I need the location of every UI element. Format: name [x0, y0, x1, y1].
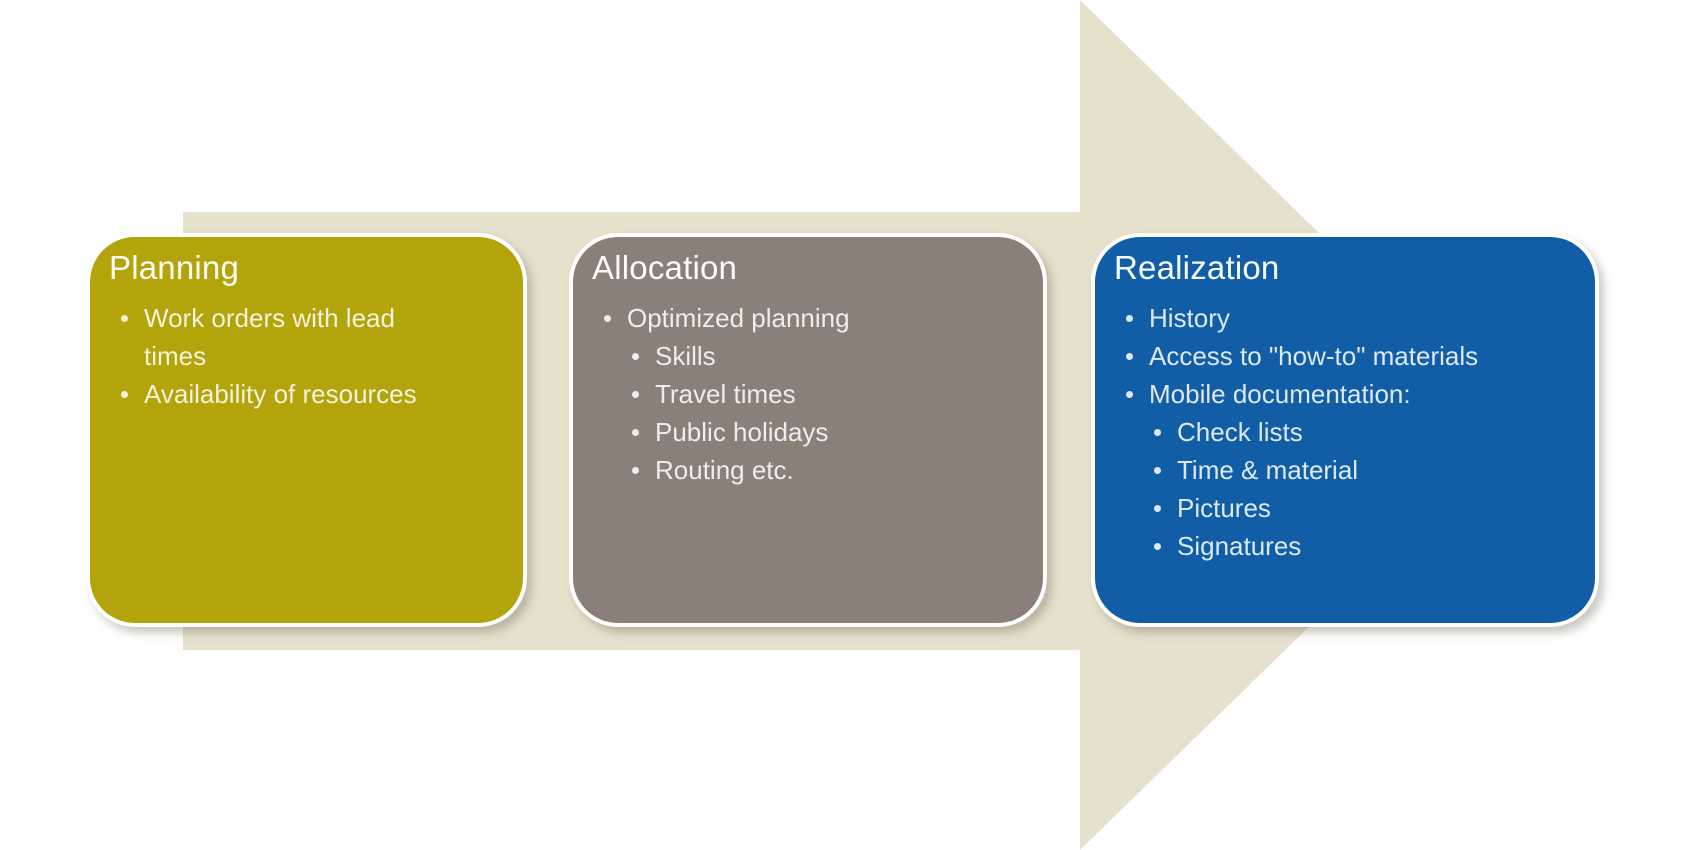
list-item: Work orders with lead times [90, 299, 523, 375]
list-item-text: Time & material [1177, 455, 1359, 485]
list-item: Time & material [1095, 451, 1595, 489]
planning-box: Planning Work orders with lead times Ava… [90, 237, 523, 623]
list-item-text: History [1149, 303, 1230, 333]
list-item: Check lists [1095, 413, 1595, 451]
bullet-icon [1126, 353, 1133, 360]
bullet-icon [121, 391, 128, 398]
bullet-icon [1126, 315, 1133, 322]
bullet-icon [632, 429, 639, 436]
bullet-icon [1154, 429, 1161, 436]
realization-box: Realization History Access to "how-to" m… [1095, 237, 1595, 623]
list-item: Skills [573, 337, 1043, 375]
bullet-icon [604, 315, 611, 322]
list-item-text: Routing etc. [655, 455, 794, 485]
list-item-text: Mobile documentation: [1149, 379, 1411, 409]
list-item: Public holidays [573, 413, 1043, 451]
box-title: Planning [109, 249, 240, 286]
bullet-list: Work orders with lead times Availability… [90, 299, 523, 413]
list-item-text: Signatures [1177, 531, 1302, 561]
list-item: Mobile documentation: [1095, 375, 1595, 413]
bullet-icon [121, 315, 128, 322]
bullet-icon [632, 391, 639, 398]
bullet-list: History Access to "how-to" materials Mob… [1095, 299, 1595, 565]
list-item: Access to "how-to" materials [1095, 337, 1595, 375]
box-title: Allocation [592, 249, 738, 286]
bullet-icon [1126, 391, 1133, 398]
allocation-box: Allocation Optimized planning Skills Tra… [573, 237, 1043, 623]
list-item-text: Travel times [655, 379, 796, 409]
list-item-text: Pictures [1177, 493, 1271, 523]
list-item-text: Availability of resources [144, 379, 417, 409]
list-item-text: Check lists [1177, 417, 1303, 447]
list-item: Travel times [573, 375, 1043, 413]
bullet-icon [1154, 467, 1161, 474]
list-item: History [1095, 299, 1595, 337]
list-item-text: Optimized planning [627, 303, 850, 333]
list-item-text: Skills [655, 341, 716, 371]
list-item-text: Work orders with lead times [144, 303, 395, 371]
box-title: Realization [1114, 249, 1280, 286]
list-item-text: Public holidays [655, 417, 829, 447]
list-item: Availability of resources [90, 375, 523, 413]
bullet-icon [632, 467, 639, 474]
bullet-icon [632, 353, 639, 360]
bullet-icon [1154, 543, 1161, 550]
list-item-text: Access to "how-to" materials [1149, 341, 1479, 371]
list-item: Pictures [1095, 489, 1595, 527]
list-item: Optimized planning [573, 299, 1043, 337]
bullet-icon [1154, 505, 1161, 512]
list-item: Signatures [1095, 527, 1595, 565]
bullet-list: Optimized planning Skills Travel times P… [573, 299, 1043, 489]
list-item: Routing etc. [573, 451, 1043, 489]
